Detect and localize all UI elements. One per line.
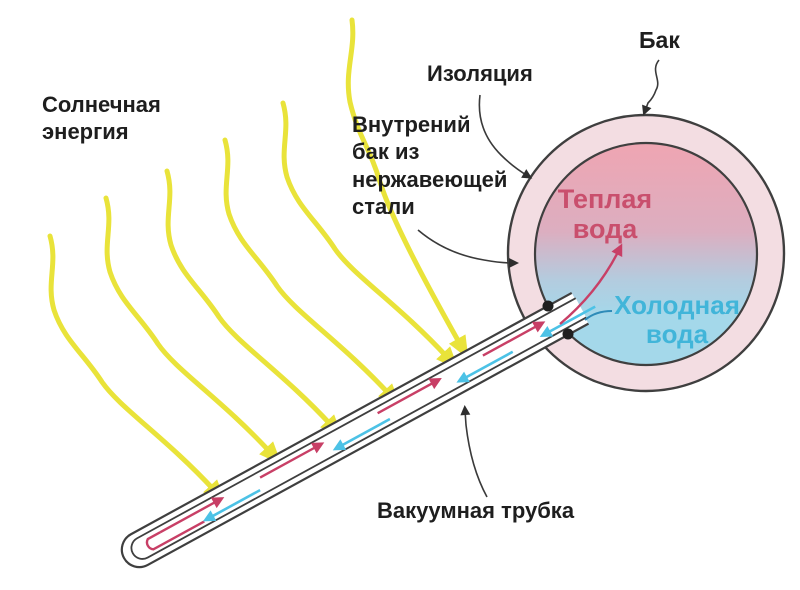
hot-flow-arrow-into-tank [559,243,623,325]
insulation-pointer-arrow [478,94,533,179]
cold-flow-arrow [332,417,391,451]
inner-tank-pointer-arrow [417,229,519,268]
hot-flow-arrow [377,378,442,415]
vacuum-tube-inner-wall [130,297,587,560]
vacuum-tube [120,291,596,569]
solar-ray [222,137,401,407]
solar-ray [345,17,469,359]
hot-flow-arrow [482,321,546,357]
insulation-label: Изоляция [427,61,533,86]
hot-flow-turn-line [145,520,205,551]
warm-water-label: Теплая вода [557,184,653,245]
hot-flow-arrow [259,442,325,479]
tank-pointer-arrow [642,59,660,116]
cold-water-connector-line [584,310,613,321]
solar-rays [47,17,469,503]
cold-flow-arrow [539,305,596,337]
solar-ray [164,168,343,438]
cold-water-label: Холодная вода [614,290,740,350]
tube-joint-dot [542,300,554,312]
solar-ray [103,195,282,465]
vacuum-tube-label: Вакуумная трубка [377,498,575,523]
tube-joint-dot [562,328,574,340]
cold-flow-arrow [202,488,261,522]
vacuum-tube-pointer-arrow [460,405,488,498]
solar-ray [280,100,459,370]
solar-energy-label: Солнечная энергия [42,92,161,144]
cold-flow-arrow [456,350,514,383]
hot-flow-arrow [159,497,225,534]
inner-tank-label: Внутрений бак из нержавеющей стали [352,112,508,219]
solar-ray [47,233,226,503]
tank-label: Бак [639,27,680,53]
